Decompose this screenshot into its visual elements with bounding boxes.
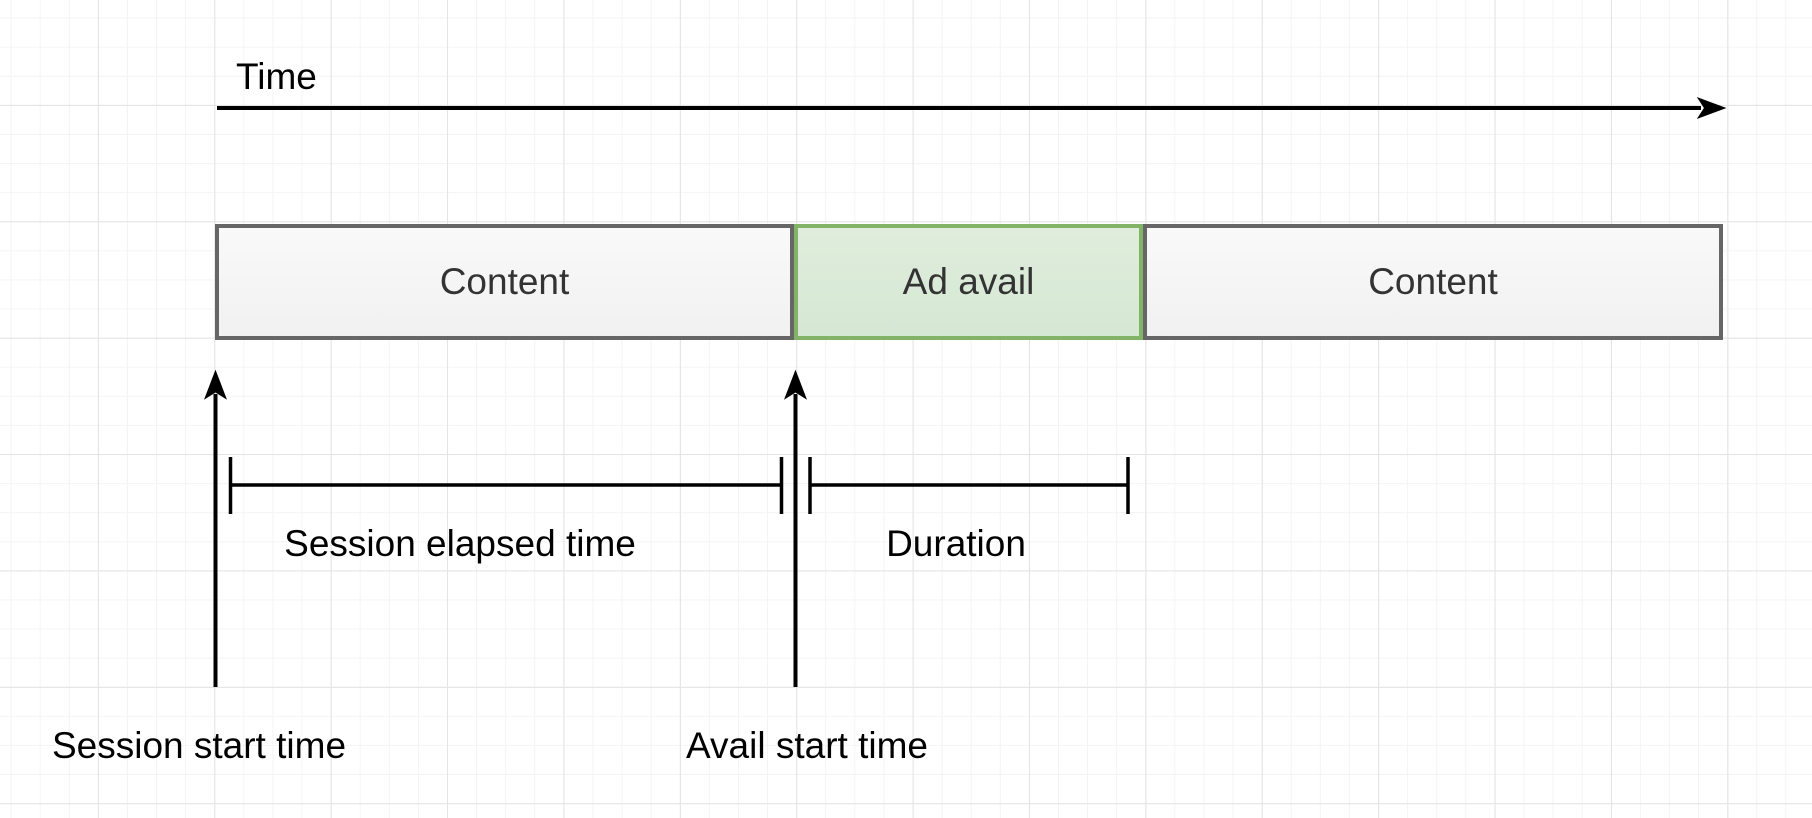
content-box-2-label: Content (1368, 261, 1498, 302)
avail-start-arrowhead (784, 369, 807, 400)
session-start-arrow (204, 369, 227, 687)
avail-start-arrow (784, 369, 807, 687)
session-start-time-label: Session start time (51, 725, 347, 766)
session-elapsed-time-label: Session elapsed time (284, 523, 636, 564)
time-axis-arrow (217, 97, 1727, 119)
time-axis-arrowhead (1696, 97, 1727, 119)
avail-start-time-label: Avail start time (686, 725, 928, 766)
content-box-1: Content (215, 224, 794, 340)
content-box-1-label: Content (439, 261, 570, 302)
ad-avail-box: Ad avail (794, 224, 1143, 340)
session-start-arrowhead (204, 369, 227, 400)
session-elapsed-bracket (228, 457, 784, 514)
time-axis-label: Time (236, 56, 317, 97)
content-box-2: Content (1143, 224, 1723, 340)
duration-bracket (808, 457, 1130, 514)
ad-avail-box-label: Ad avail (902, 261, 1035, 302)
duration-label: Duration (886, 523, 1026, 564)
